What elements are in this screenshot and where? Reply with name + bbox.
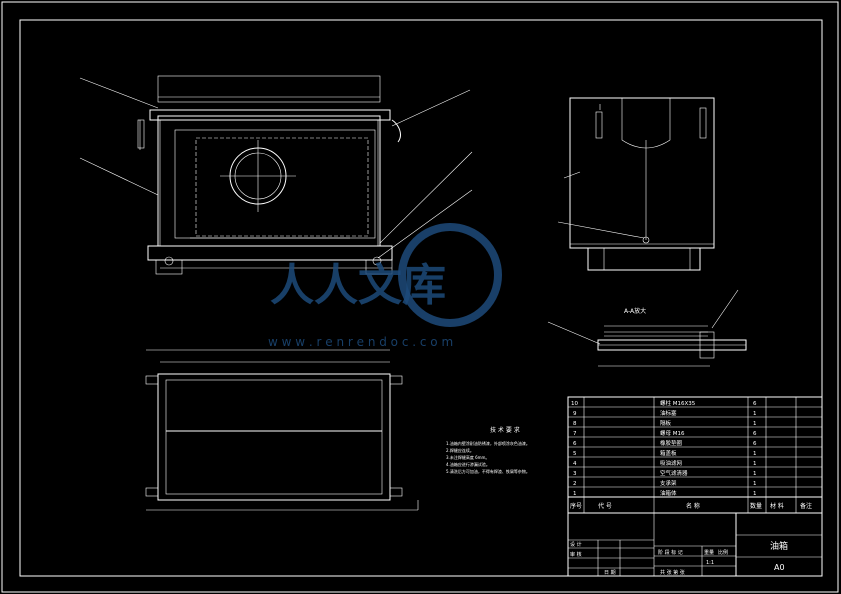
bom-no: 5 [573,451,577,457]
bom-qty: 1 [753,421,757,427]
bom-no: 10 [571,401,578,407]
bom-qty: 6 [753,441,757,447]
front-view [79,75,473,275]
scale-label: 比例 [718,549,728,556]
bom-qty: 6 [753,401,757,407]
watermark: 人人文库 w w w . r e n r e n d o c . c o m [268,223,502,349]
bom-no: 3 [573,471,577,477]
bom-no: 9 [573,411,577,417]
detail-title: A-A放大 [624,307,646,315]
note-line: 2.焊缝应连续。 [446,447,474,453]
bom-name: 螺柱 M16X35 [660,399,696,407]
bom-no: 7 [573,431,577,437]
bom-header-no: 序号 [570,502,582,510]
watermark-url: w w w . r e n r e n d o c . c o m [268,335,453,349]
note-line: 4.油箱应进行渗漏试验。 [446,461,490,467]
technical-notes: 技 术 要 求 1.油箱内壁涂耐油防锈漆，外部喷涂灰色油漆。 2.焊缝应连续。 … [446,426,530,474]
bom-name: 油标塞 [660,409,677,417]
title-block: 设 计 审 核 日 期 阶 段 标 记 重量 比例 1:1 共 张 第 张 油箱… [567,512,823,577]
bom-header-remark: 备注 [800,502,812,510]
part-name: 油箱 [770,540,788,552]
bom-header-code: 代 号 [598,502,612,510]
sheet-label: 共 张 第 张 [660,569,685,576]
bom-header-material: 材 料 [770,502,784,510]
designer-label: 设 计 [570,541,582,548]
bom-name: 箱盖板 [660,449,677,457]
watermark-logo-ring [398,223,502,327]
bom-no: 2 [573,481,577,487]
bom-qty: 1 [753,481,757,487]
bom-name: 支承架 [660,479,677,487]
top-view [145,349,419,511]
weight-label: 重量 [704,549,714,556]
bom-qty: 1 [753,471,757,477]
watermark-text: 人人文库 [270,260,446,311]
side-view [557,97,715,271]
bom-header-name: 名 称 [686,502,700,510]
bom-qty: 1 [753,491,757,497]
bom-name: 油箱体 [660,489,677,497]
scale-value: 1:1 [706,560,714,566]
bom-table: 10 螺柱 M16X35 6 9 油标塞 1 8 隔板 1 7 螺母 M16 6… [567,396,823,514]
bom-name: 吸油滤网 [660,459,683,467]
note-line: 5.清洗后方可加油，不得有焊渣、铁屑等杂物。 [446,468,530,474]
notes-heading: 技 术 要 求 [490,426,520,434]
bom-no: 8 [573,421,577,427]
bom-name: 橡胶垫圈 [660,439,683,447]
bom-qty: 1 [753,411,757,417]
drawing-scale: A0 [774,563,785,572]
bom-qty: 6 [753,431,757,437]
note-line: 1.油箱内壁涂耐油防锈漆，外部喷涂灰色油漆。 [446,440,530,446]
date-label: 日 期 [604,570,616,576]
bom-no: 1 [573,491,577,497]
bom-no: 4 [573,461,577,467]
checker-label: 审 核 [570,551,582,558]
note-line: 3.未注焊缝高度 6mm。 [446,454,489,460]
inner-border [19,19,823,577]
bom-header-qty: 数量 [750,502,762,510]
bom-qty: 1 [753,451,757,457]
stage-label: 阶 段 标 记 [658,549,683,556]
bom-no: 6 [573,441,577,447]
bom-qty: 1 [753,461,757,467]
detail-view: A-A放大 [547,289,747,367]
bom-name: 螺母 M16 [660,429,685,437]
bom-name: 隔板 [660,419,672,427]
bom-name: 空气滤清器 [660,469,688,477]
